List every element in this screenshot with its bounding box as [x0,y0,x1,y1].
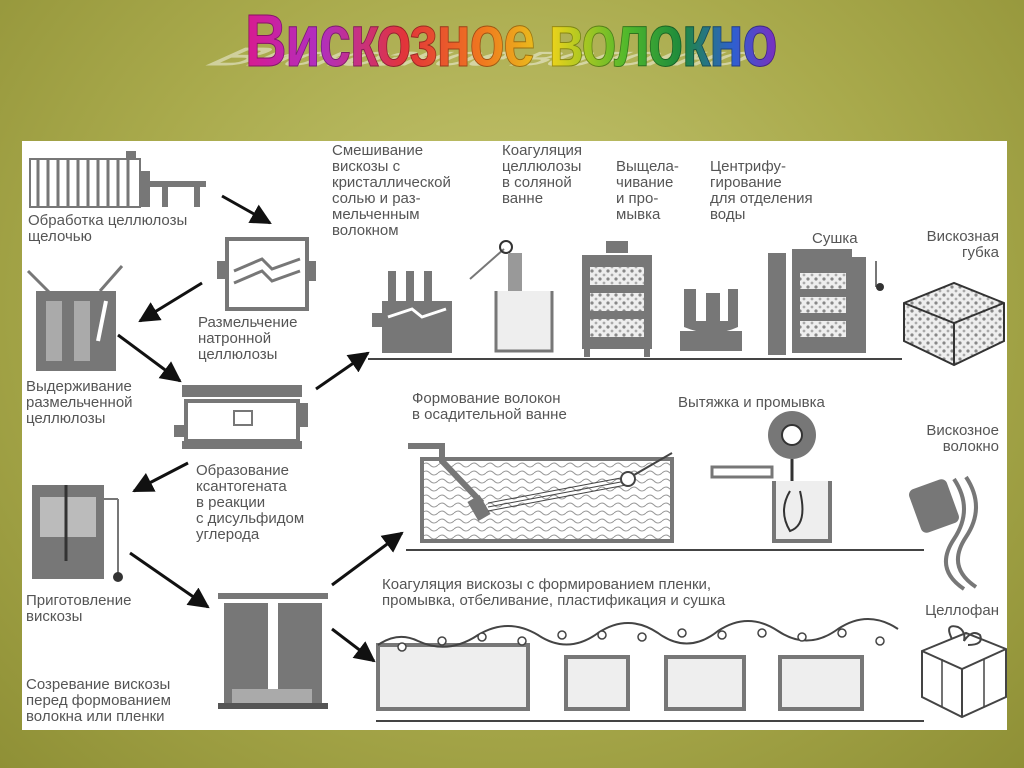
label-leaching: Выщела- чивание и про- мывка [616,158,679,223]
label-viscose-ripening: Созревание вискозы перед формованием вол… [26,676,171,725]
arrow-7 [331,531,404,587]
arrow-8 [331,627,376,663]
label-viscose-prep: Приготовление вискозы [26,592,132,625]
label-xanthate: Образование ксантогената в реакции с дис… [196,462,305,543]
diagram-panel: Обработка целлюлозы щелочью Размельчение… [22,141,1007,730]
stretching-unit [710,411,832,543]
mixer-machine [372,271,452,353]
centrifuge [680,289,742,351]
xanthate-reactor [174,385,308,449]
label-film-process: Коагуляция вискозы с формированием пленк… [382,576,726,609]
coagulation-bath [469,240,554,353]
label-sponge: Вискозная губка [926,228,999,261]
label-coagulation-salt: Коагуляция целлюлозы в соляной ванне [502,142,583,207]
label-cellulose-treatment: Обработка целлюлозы щелочью [28,212,188,245]
label-spinning: Формование волокон в осадительной ванне [412,390,567,423]
process-diagram [26,151,1007,722]
label-mixing: Смешивание вискозы с кристаллической сол… [332,142,451,239]
drying-cabinet [768,249,884,355]
title-area: Вискозное волокно Вискозное волокно [0,0,1024,130]
cellulose-treatment-machine [29,151,206,208]
viscose-sponge [903,281,1005,367]
arrow-3 [117,333,182,383]
label-fiber: Вискозное волокно [926,422,999,455]
arrow-2 [138,281,203,323]
spinning-bath [408,443,674,543]
arrow-5 [315,351,370,391]
grinder-machine [217,237,316,311]
label-grinding: Размельчение натронной целлюлозы [198,314,298,363]
ripening-tanks [218,593,328,709]
film-baths [376,618,899,711]
viscose-fiber-bundle [909,475,978,591]
label-centrifuge: Центрифу- гирование для отделения воды [710,158,813,223]
cellophane-gift [921,625,1007,719]
label-aging-cellulose: Выдерживание размельченной целлюлозы [26,378,133,427]
label-cellophane: Целлофан [925,602,999,619]
viscose-prep-tank [32,485,123,582]
arrow-4 [132,461,189,493]
arrow-1 [221,194,272,225]
page-title: Вискозное волокно [245,0,778,82]
arrow-6 [129,551,210,609]
aging-tank [26,265,124,371]
label-drying: Сушка [812,230,858,247]
leaching-cabinet [582,241,652,357]
label-stretching: Вытяжка и промывка [678,394,825,411]
